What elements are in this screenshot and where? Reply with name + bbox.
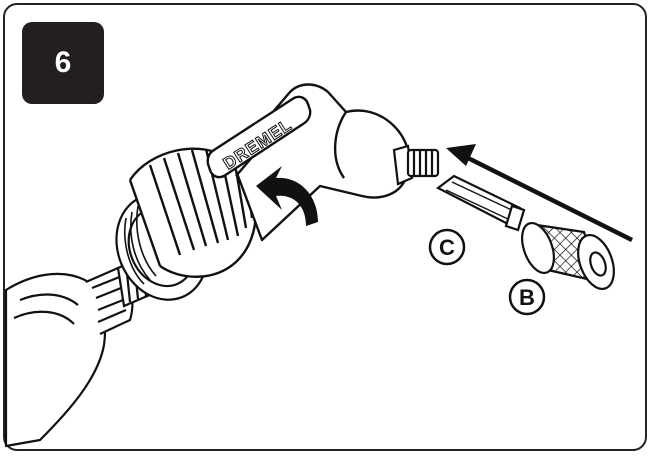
callout-b: B [508,278,546,316]
callout-c-label: C [439,235,455,260]
insertion-arrow [446,144,634,243]
collet-c [435,174,526,232]
callout-b-label: B [519,285,535,310]
curved-arrow-icon [256,166,318,226]
rotary-tool-body [4,266,134,448]
collet-nut-b [521,222,615,290]
output-shaft [392,144,440,186]
straight-arrow-icon [446,144,476,166]
step-number-badge: 6 [22,22,104,104]
callout-c: C [428,228,466,266]
rotation-arrow [256,166,318,226]
